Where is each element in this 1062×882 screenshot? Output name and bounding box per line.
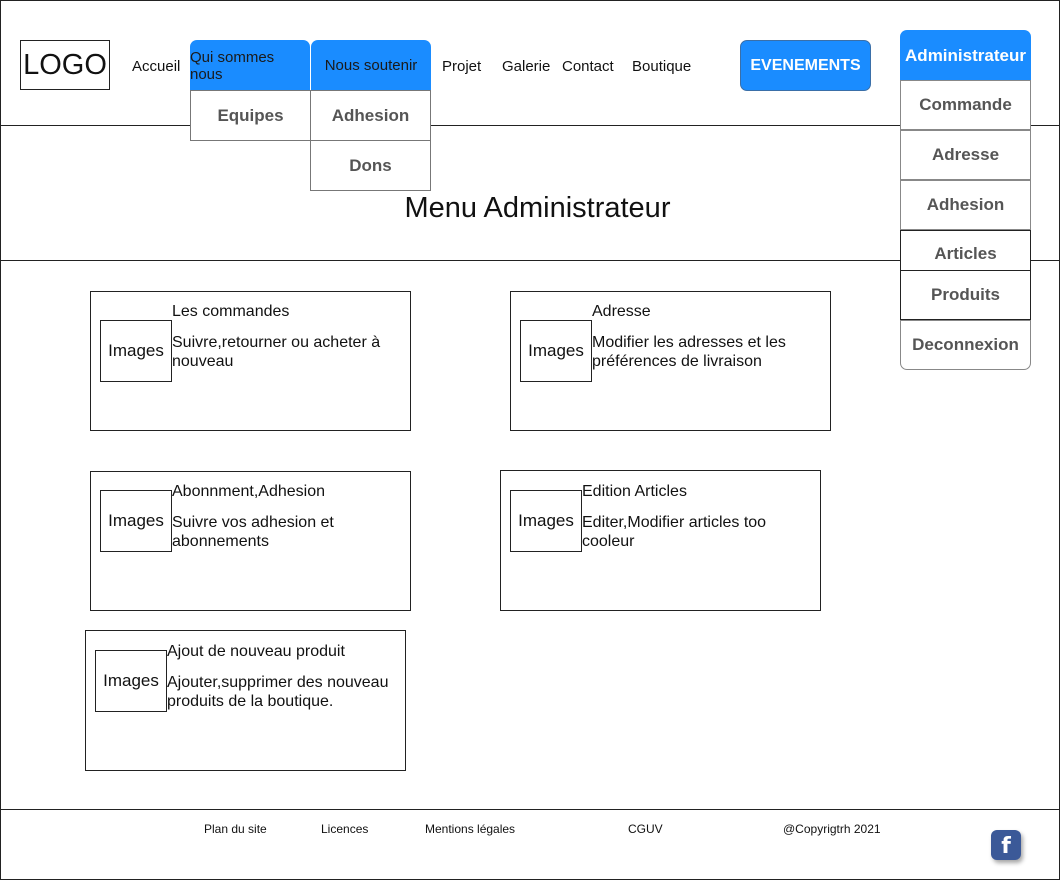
- nav-accueil[interactable]: Accueil: [132, 58, 181, 75]
- card-adhesion-title[interactable]: Abonnment,Adhesion: [172, 483, 325, 500]
- card-produits-image: Images: [95, 650, 167, 712]
- card-adhesion-image: Images: [100, 490, 172, 552]
- footer-cguv[interactable]: CGUV: [628, 822, 663, 836]
- dropdown-item-equipes[interactable]: Equipes: [190, 90, 311, 141]
- events-button[interactable]: EVENEMENTS: [740, 40, 871, 91]
- nav-projet[interactable]: Projet: [442, 58, 482, 75]
- footer-copyright: @Copyrigtrh 2021: [783, 822, 881, 836]
- nav-qui-sommes-nous[interactable]: Qui sommes nous: [190, 40, 310, 91]
- card-produits-title[interactable]: Ajout de nouveau produit: [167, 643, 345, 660]
- card-adresse-title[interactable]: Adresse: [592, 303, 651, 320]
- card-adhesion-desc: Suivre vos adhesion et abonnements: [172, 514, 334, 550]
- facebook-glyph: f: [1001, 834, 1011, 859]
- page-title: Menu Administrateur: [404, 192, 671, 224]
- nav-contact[interactable]: Contact: [562, 58, 614, 75]
- card-produits-desc: Ajouter,supprimer des nouveau produits d…: [167, 674, 389, 710]
- footer-divider: [0, 809, 1060, 810]
- header-divider: [0, 125, 1060, 126]
- dropdown-item-dons[interactable]: Dons: [310, 140, 431, 191]
- logo[interactable]: LOGO: [20, 40, 110, 90]
- title-divider: [0, 260, 1060, 261]
- nav-nous-soutenir[interactable]: Nous soutenir: [311, 40, 431, 91]
- footer-mentions-legales[interactable]: Mentions légales: [425, 822, 516, 836]
- footer-licences[interactable]: Licences: [321, 822, 369, 836]
- admin-item-commande[interactable]: Commande: [900, 80, 1031, 130]
- dropdown-item-adhesion[interactable]: Adhesion: [310, 90, 431, 141]
- admin-item-adhesion[interactable]: Adhesion: [900, 180, 1031, 230]
- card-articles-desc: Editer,Modifier articles too cooleur: [582, 514, 767, 550]
- admin-menu-title[interactable]: Administrateur: [900, 30, 1031, 81]
- nav-boutique[interactable]: Boutique: [632, 58, 692, 75]
- admin-item-adresse[interactable]: Adresse: [900, 130, 1031, 180]
- card-adresse-image: Images: [520, 320, 592, 382]
- card-commandes-image: Images: [100, 320, 172, 382]
- card-commandes-desc: Suivre,retourner ou acheter à nouveau: [172, 334, 381, 370]
- card-articles-title[interactable]: Edition Articles: [582, 483, 687, 500]
- nav-galerie[interactable]: Galerie: [502, 58, 551, 75]
- facebook-icon[interactable]: f: [991, 830, 1021, 860]
- card-articles-image: Images: [510, 490, 582, 552]
- footer-plan-du-site[interactable]: Plan du site: [204, 822, 267, 836]
- admin-item-deconnexion[interactable]: Deconnexion: [900, 320, 1031, 370]
- card-adresse-desc: Modifier les adresses et les préférences…: [592, 334, 786, 370]
- admin-item-produits[interactable]: Produits: [900, 270, 1031, 320]
- card-commandes-title[interactable]: Les commandes: [172, 303, 290, 320]
